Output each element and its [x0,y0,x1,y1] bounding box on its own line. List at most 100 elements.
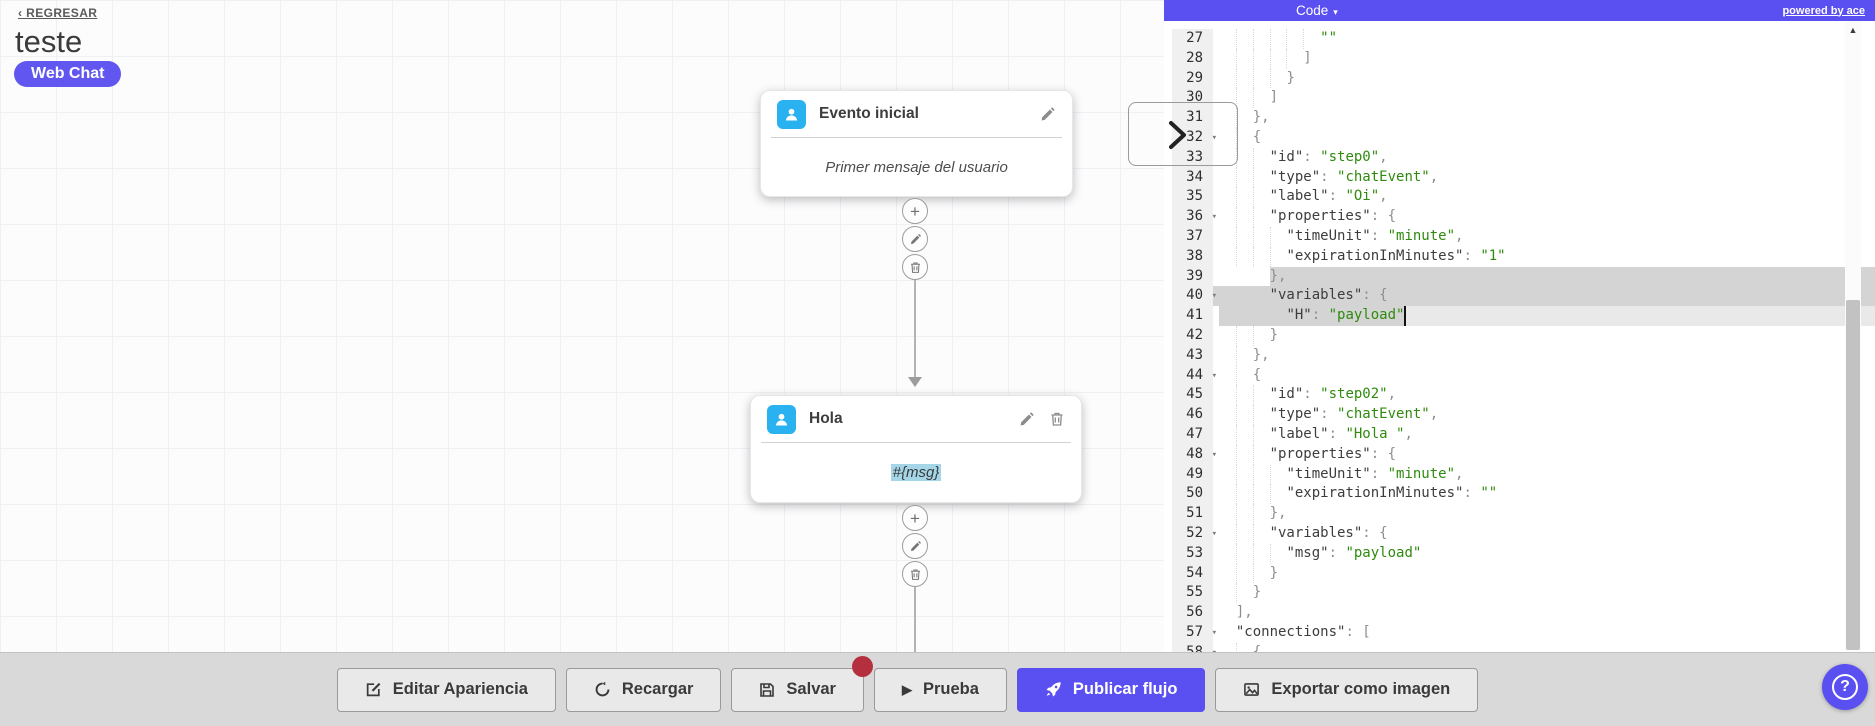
line-number[interactable]: 52▾ [1172,523,1217,544]
line-number[interactable]: 40▾ [1172,286,1217,307]
code-line-52[interactable]: 52▾"variables": { [1172,523,1875,544]
code-line-31[interactable]: 31}, [1172,108,1875,128]
collapse-panel-button[interactable] [1128,102,1238,166]
flow-canvas[interactable]: ‹ REGRESAR teste Web Chat Evento inicial… [0,0,1164,652]
line-number[interactable]: 50 [1172,484,1213,505]
line-number[interactable]: 31 [1172,108,1213,128]
fold-arrow-icon[interactable]: ▾ [1211,449,1217,460]
line-number[interactable]: 56 [1172,603,1213,623]
line-number[interactable]: 48▾ [1172,444,1217,465]
line-number[interactable]: 57▾ [1172,622,1217,643]
node-evento-inicial[interactable]: Evento inicial Primer mensaje del usuari… [760,90,1073,197]
line-number[interactable]: 37 [1172,226,1213,247]
code-line-47[interactable]: 47"label": "Hola ", [1172,424,1875,445]
delete-connection-button[interactable] [902,561,928,587]
line-number[interactable]: 27 [1172,29,1213,49]
publish-flow-button[interactable]: Publicar flujo [1016,667,1206,712]
help-button[interactable]: ? [1822,664,1868,710]
fold-arrow-icon[interactable]: ▾ [1211,370,1217,381]
line-number[interactable]: 36▾ [1172,207,1217,227]
code-line-28[interactable]: 28] [1172,48,1875,69]
line-number[interactable]: 41 [1172,306,1213,326]
edit-appearance-button[interactable]: Editar Apariencia [336,667,556,712]
code-line-29[interactable]: 29} [1172,68,1875,89]
edit-connection-button[interactable] [902,533,928,559]
line-number[interactable]: 38 [1172,246,1213,267]
line-number[interactable]: 39 [1172,266,1213,287]
code-line-48[interactable]: 48▾"properties": { [1172,444,1875,465]
code-line-51[interactable]: 51}, [1172,504,1875,524]
code-line-46[interactable]: 46"type": "chatEvent", [1172,405,1875,425]
line-number[interactable]: 53 [1172,543,1213,564]
image-icon [1244,683,1260,696]
scroll-up-arrow[interactable]: ▲ [1848,25,1858,35]
edit-icon[interactable] [1039,106,1056,123]
delete-connection-button[interactable] [902,254,928,280]
scrollbar-thumb[interactable] [1846,300,1860,650]
node-hola[interactable]: Hola #{msg} [750,395,1082,503]
fold-arrow-icon[interactable]: ▾ [1211,528,1217,539]
code-line-42[interactable]: 42} [1172,325,1875,346]
export-image-button[interactable]: Exportar como imagen [1215,667,1479,712]
code-line-56[interactable]: 56], [1172,603,1875,623]
code-line-58[interactable]: 58▾{ [1172,642,1875,652]
line-number[interactable]: 42 [1172,325,1213,346]
code-line-57[interactable]: 57▾"connections": [ [1172,622,1875,643]
code-line-54[interactable]: 54} [1172,563,1875,584]
trash-icon[interactable] [1049,411,1065,427]
code-line-35[interactable]: 35"label": "Oi", [1172,187,1875,208]
fold-arrow-icon[interactable]: ▾ [1211,212,1217,223]
code-line-40[interactable]: 40▾"variables": { [1172,286,1875,307]
save-button[interactable]: Salvar [731,655,873,712]
edit-connection-button[interactable] [902,226,928,252]
code-line-34[interactable]: 34"type": "chatEvent", [1172,167,1875,188]
code-line-39[interactable]: 39}, [1172,266,1875,287]
code-line-49[interactable]: 49"timeUnit": "minute", [1172,464,1875,485]
line-number[interactable]: 33 [1172,147,1213,168]
code-line-32[interactable]: 32▾{ [1172,127,1875,148]
add-step-button[interactable]: + [902,198,928,224]
rocket-icon [1046,682,1061,697]
fold-arrow-icon[interactable]: ▾ [1211,627,1217,638]
line-number[interactable]: 29 [1172,68,1213,89]
code-line-30[interactable]: 30] [1172,88,1875,109]
code-line-50[interactable]: 50"expirationInMinutes": "" [1172,484,1875,505]
code-line-33[interactable]: 33"id": "step0", [1172,147,1875,168]
code-line-27[interactable]: 27"" [1172,29,1875,49]
line-number[interactable]: 43 [1172,345,1213,366]
line-number[interactable]: 28 [1172,48,1213,69]
code-line-41[interactable]: 41 "H": "payload" [1172,306,1875,326]
code-line-55[interactable]: 55} [1172,583,1875,604]
powered-by-ace-link[interactable]: powered by ace [1782,4,1865,17]
line-number[interactable]: 58▾ [1172,642,1217,652]
line-number[interactable]: 55 [1172,583,1213,604]
line-number[interactable]: 49 [1172,464,1213,485]
reload-button[interactable]: Recargar [565,667,722,712]
line-number[interactable]: 51 [1172,504,1213,524]
line-number[interactable]: 45 [1172,385,1213,406]
line-number[interactable]: 35 [1172,187,1213,208]
test-button[interactable]: ▶ Prueba [873,667,1007,712]
line-number[interactable]: 54 [1172,563,1213,584]
line-number[interactable]: 44▾ [1172,365,1217,386]
code-line-43[interactable]: 43}, [1172,345,1875,366]
line-number[interactable]: 47 [1172,424,1213,445]
code-line-45[interactable]: 45"id": "step02", [1172,385,1875,406]
code-line-53[interactable]: 53"msg": "payload" [1172,543,1875,564]
code-line-37[interactable]: 37"timeUnit": "minute", [1172,226,1875,247]
back-link[interactable]: ‹ REGRESAR [18,6,98,20]
play-icon: ▶ [901,681,912,697]
code-line-38[interactable]: 38"expirationInMinutes": "1" [1172,246,1875,267]
line-number[interactable]: 30 [1172,88,1213,109]
code-line-36[interactable]: 36▾"properties": { [1172,207,1875,227]
code-line-44[interactable]: 44▾{ [1172,365,1875,386]
code-editor-content[interactable]: 27""28]29}30]31},32▾{33"id": "step0",34"… [1164,21,1875,652]
fold-arrow-icon[interactable]: ▾ [1211,132,1217,143]
line-number[interactable]: 46 [1172,405,1213,425]
fold-arrow-icon[interactable]: ▾ [1211,291,1217,302]
line-number[interactable]: 34 [1172,167,1213,188]
code-mode-dropdown[interactable]: Code▾ [1296,3,1338,18]
fold-arrow-icon[interactable]: ▾ [1212,644,1217,652]
add-step-button[interactable]: + [902,505,928,531]
edit-icon[interactable] [1018,411,1035,428]
